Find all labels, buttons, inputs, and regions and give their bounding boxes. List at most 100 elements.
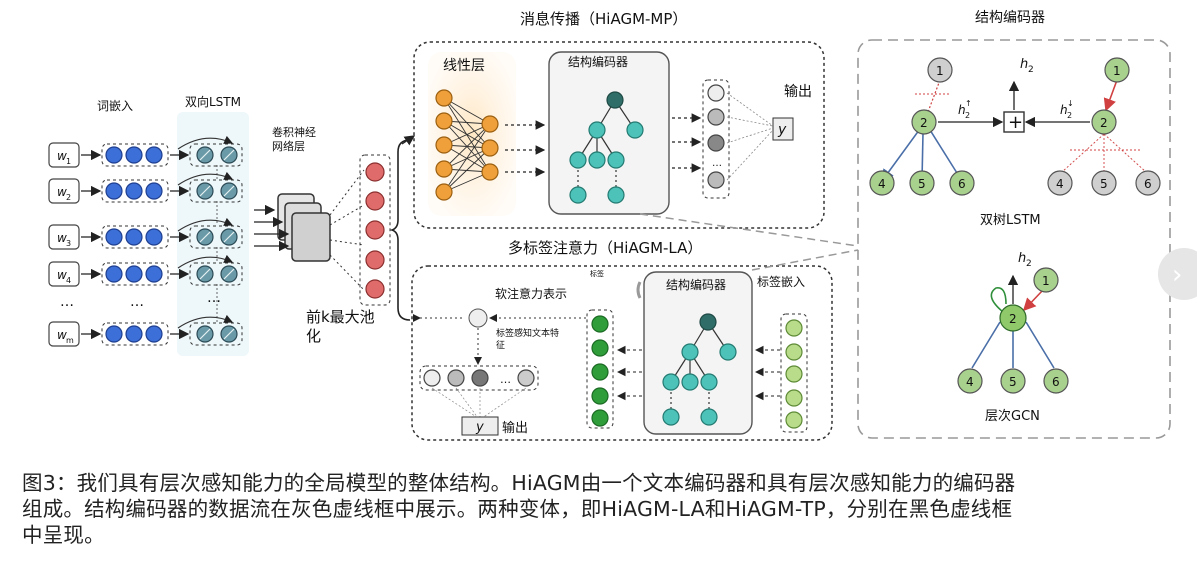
embedding-node — [125, 325, 143, 343]
h2-gcn-label: h — [1018, 251, 1026, 266]
pooled-node — [365, 279, 385, 299]
mp-structure-encoder-label: 结构编码器 — [568, 54, 628, 69]
figure-caption: 图3：我们具有层次感知能力的全局模型的整体结构。HiAGM由一个文本编码器和具有… — [22, 470, 1187, 548]
next-page-button[interactable]: › — [1158, 248, 1197, 300]
word-token-index: 1 — [66, 157, 71, 166]
chevron-right-icon: › — [1172, 260, 1183, 290]
small-label-text: 标签 — [590, 269, 604, 278]
word-token-index: 3 — [66, 239, 71, 248]
lstm-node-stroke — [223, 231, 235, 243]
tree-node — [569, 151, 587, 169]
mp-output-dots: … — [712, 158, 722, 169]
h2-down-label: h — [1060, 103, 1068, 117]
lstm-node-stroke — [223, 328, 235, 340]
mlp-edge — [443, 97, 491, 149]
bilstm-label: 双向LSTM — [185, 94, 241, 109]
tree-node — [662, 373, 680, 391]
bitree-right-node-4-label: 4 — [1056, 177, 1064, 191]
lstm-node-stroke — [223, 185, 235, 197]
bitree-edge-right-6 — [1103, 133, 1147, 173]
tree-root-node — [606, 91, 624, 109]
mp-title: 消息传播（HiAGM-MP） — [520, 10, 687, 28]
label-embedding-node — [785, 319, 803, 337]
structure-panel-title: 结构编码器 — [975, 10, 1045, 26]
lstm-box — [189, 179, 243, 203]
structure-panel — [857, 39, 1171, 439]
lstm-box — [189, 225, 243, 249]
caption-line-2: 组成。结构编码器的数据流在灰色虚线框中展示。两种变体，即HiAGM-LA和HiA… — [22, 497, 1013, 521]
bitree-right-node-2-label: 2 — [1100, 116, 1108, 130]
tree-node — [681, 343, 699, 361]
h2-gcn-sub: 2 — [1026, 259, 1032, 269]
h2-up-label: h — [958, 103, 966, 117]
mlp-output-node — [481, 115, 499, 133]
gcn-node-1-label: 1 — [1042, 274, 1050, 288]
embedding-node — [145, 146, 163, 164]
vertical-dots-lstm: … — [207, 290, 221, 306]
gcn-node-5 — [1000, 368, 1026, 394]
cnn-label-line1: 卷积神经 — [272, 125, 316, 139]
lstm-node-stroke — [199, 231, 211, 243]
word-token: w — [57, 231, 67, 245]
mlp-output-node — [481, 139, 499, 157]
gcn-edge-6 — [1025, 321, 1055, 369]
bitree-edge-left-1 — [927, 79, 941, 113]
word-box — [48, 261, 80, 287]
attention-node — [468, 308, 488, 328]
bitree-right-node-5-label: 5 — [1100, 177, 1108, 191]
la-output-label: 输出 — [502, 420, 528, 436]
mlp-input-node — [435, 112, 453, 130]
h2-down-sub: 2 — [1067, 111, 1072, 120]
mp-panel — [413, 41, 825, 229]
mp-output-lines — [726, 92, 774, 181]
tab-marker — [636, 281, 642, 299]
h2-top-label: h — [1020, 57, 1028, 72]
bitree-right-node-4 — [1047, 170, 1073, 196]
tree-node — [700, 373, 718, 391]
bitree-left-node-6-label: 6 — [958, 177, 966, 191]
mp-output-node — [707, 134, 725, 152]
label-feature-node — [591, 315, 609, 333]
pooled-node — [365, 250, 385, 270]
mlp-output-node — [481, 163, 499, 181]
vertical-dots-left: … — [60, 294, 74, 310]
gcn-node-4 — [957, 368, 983, 394]
label-embedding-node — [785, 389, 803, 407]
tree-node — [700, 408, 718, 426]
bitree-right-node-1 — [1104, 57, 1130, 83]
la-output-nodes — [423, 369, 535, 387]
label-embedding-nodes — [785, 319, 803, 429]
hierarchical-gcn-label: 层次GCN — [985, 408, 1040, 424]
bitree-left-node-4-label: 4 — [878, 177, 886, 191]
embedding-box — [101, 225, 169, 249]
bitree-right-node-6 — [1135, 170, 1161, 196]
embedding-node — [145, 182, 163, 200]
mlp-edge — [443, 147, 491, 193]
tree-node — [626, 121, 644, 139]
lstm-node-stroke — [199, 185, 211, 197]
bitree-left-node-1-label: 1 — [936, 64, 944, 78]
h2-down-arrow: ↓ — [1067, 99, 1074, 108]
word-box — [48, 178, 80, 204]
tree-node — [588, 151, 606, 169]
mp-structure-encoder-box — [548, 51, 670, 215]
bitree-right-node-5 — [1091, 170, 1117, 196]
word-token: w — [57, 328, 67, 342]
brace — [389, 139, 411, 321]
la-output-node — [517, 369, 535, 387]
la-output-node — [423, 369, 441, 387]
tree-node — [681, 373, 699, 391]
bitree-lstm-label: 双树LSTM — [980, 213, 1041, 228]
topk-pooling-label-line1: 前k最大池 — [306, 308, 375, 326]
gcn-self-loop — [990, 287, 1007, 313]
label-feature-nodes — [591, 315, 609, 427]
bitree-left-node-5-label: 5 — [918, 177, 926, 191]
word-box — [48, 224, 80, 250]
bitree-edge-right-1 — [1103, 79, 1118, 112]
cnn-to-pool-lines — [329, 169, 365, 291]
mlp-input-node — [435, 136, 453, 154]
gcn-node-2 — [999, 304, 1027, 332]
